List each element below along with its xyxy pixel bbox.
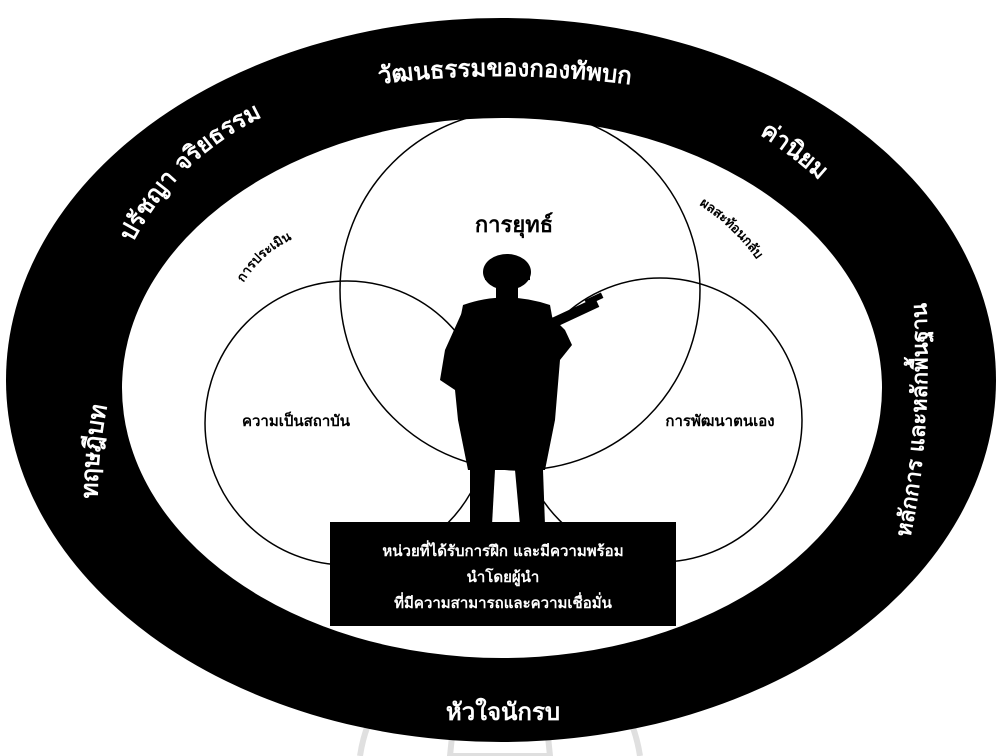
center-box-line-3: ที่มีความสามารถและความเชื่อมั่น	[394, 592, 612, 612]
center-box-line-1: หน่วยที่ได้รับการฝึก และมีความพร้อม	[382, 540, 623, 560]
center-box	[330, 522, 676, 626]
soldier-silhouette-icon	[440, 254, 604, 525]
center-box-line-2: นำโดยผู้นำ	[467, 567, 540, 587]
circle-left-label: ความเป็นสถาบัน	[242, 411, 351, 430]
circle-right-label: การพัฒนาตนเอง	[665, 412, 774, 430]
ring-label-bottom: หัวใจนักรบ	[446, 697, 560, 726]
circle-top-label: การยุทธ์	[475, 212, 553, 239]
